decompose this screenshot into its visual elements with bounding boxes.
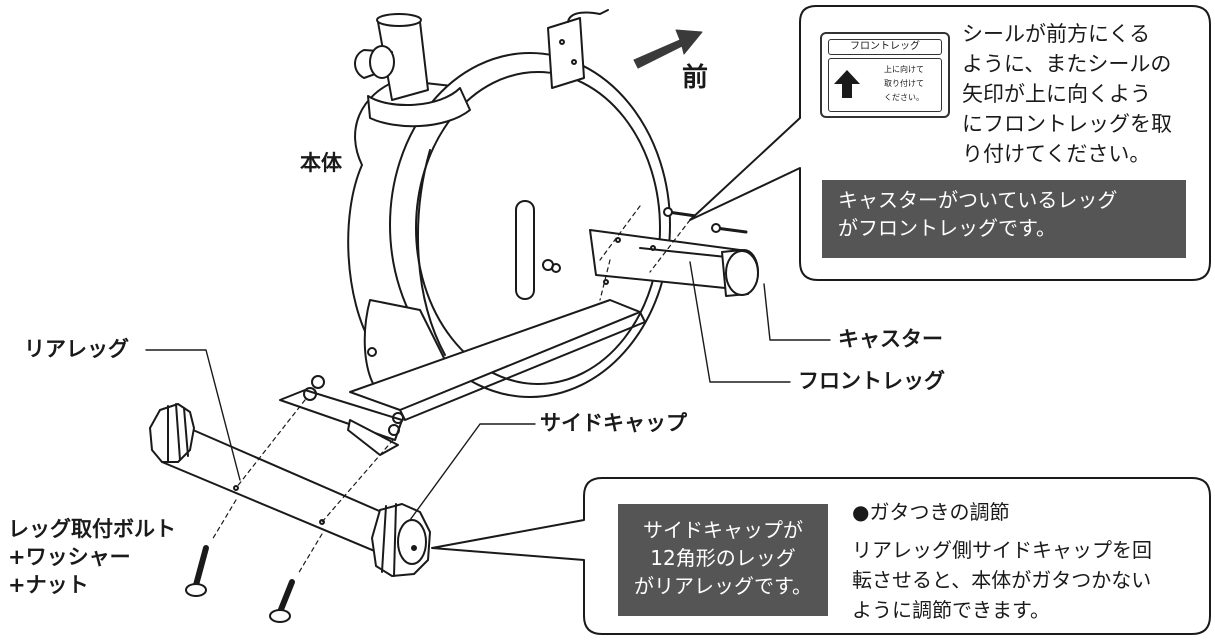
side-cap-label: サイドキャップ <box>540 411 687 435</box>
sticker-text-1: 上に向けて <box>884 65 924 74</box>
sticker-header: フロントレッグ <box>828 39 942 55</box>
body-label: 本体 <box>300 151 342 175</box>
adjustment-line: リアレッグ側サイドキャップを回 <box>852 538 1152 562</box>
front-leg-note-line: がフロントレッグです。 <box>838 216 1056 240</box>
forward-arrow <box>633 29 703 69</box>
bolt-label-line1: レッグ取付ボルト <box>8 517 176 541</box>
rear-leg-label: リアレッグ <box>24 337 129 361</box>
top-callout-line: ように、またシールの <box>962 52 1172 76</box>
sticker-text-3: ください。 <box>884 93 924 102</box>
adjustment-heading: ●ガタつきの調節 <box>852 500 1010 524</box>
caster-label: キャスター <box>838 327 943 351</box>
top-callout-line: シールが前方にくる <box>962 22 1151 46</box>
rear-leg-note-line: がリアレッグです。 <box>634 574 812 598</box>
front-leg-drawing <box>589 205 759 301</box>
top-callout-line: にフロントレッグを取 <box>962 112 1172 136</box>
front-leg-label: フロントレッグ <box>798 369 945 393</box>
rear-leg-note-box: サイドキャップが 12角形のレッグ がリアレッグです。 <box>618 504 828 616</box>
rear-leg-drawing <box>149 399 431 623</box>
adjustment-line: ように調節できます。 <box>852 598 1050 622</box>
top-callout-line: 矢印が上に向くよう <box>962 82 1151 106</box>
top-callout-line: り付けてください。 <box>962 142 1151 166</box>
sticker-body <box>828 58 942 112</box>
rear-leg-note-line: サイドキャップが <box>643 518 803 542</box>
rear-leg-note-line: 12角形のレッグ <box>650 546 796 570</box>
up-arrow-icon <box>834 70 860 84</box>
front-direction-label: 前 <box>682 63 709 93</box>
sticker-text-2: 取り付けて <box>884 79 924 88</box>
front-leg-note-line: キャスターがついているレッグ <box>838 188 1118 212</box>
front-leg-note-box: キャスターがついているレッグ がフロントレッグです。 <box>822 180 1186 258</box>
front-leg-sticker: フロントレッグ 上に向けて 取り付けて ください。 <box>820 32 950 118</box>
bolt-label-line2: +ワッシャー <box>8 545 131 569</box>
leader-lines <box>145 261 831 521</box>
bolt-label-line3: +ナット <box>8 573 89 597</box>
up-arrow-stem-icon <box>842 84 852 98</box>
adjustment-line: 転させると、本体がガタつかない <box>852 568 1152 592</box>
bike-body <box>279 9 671 456</box>
